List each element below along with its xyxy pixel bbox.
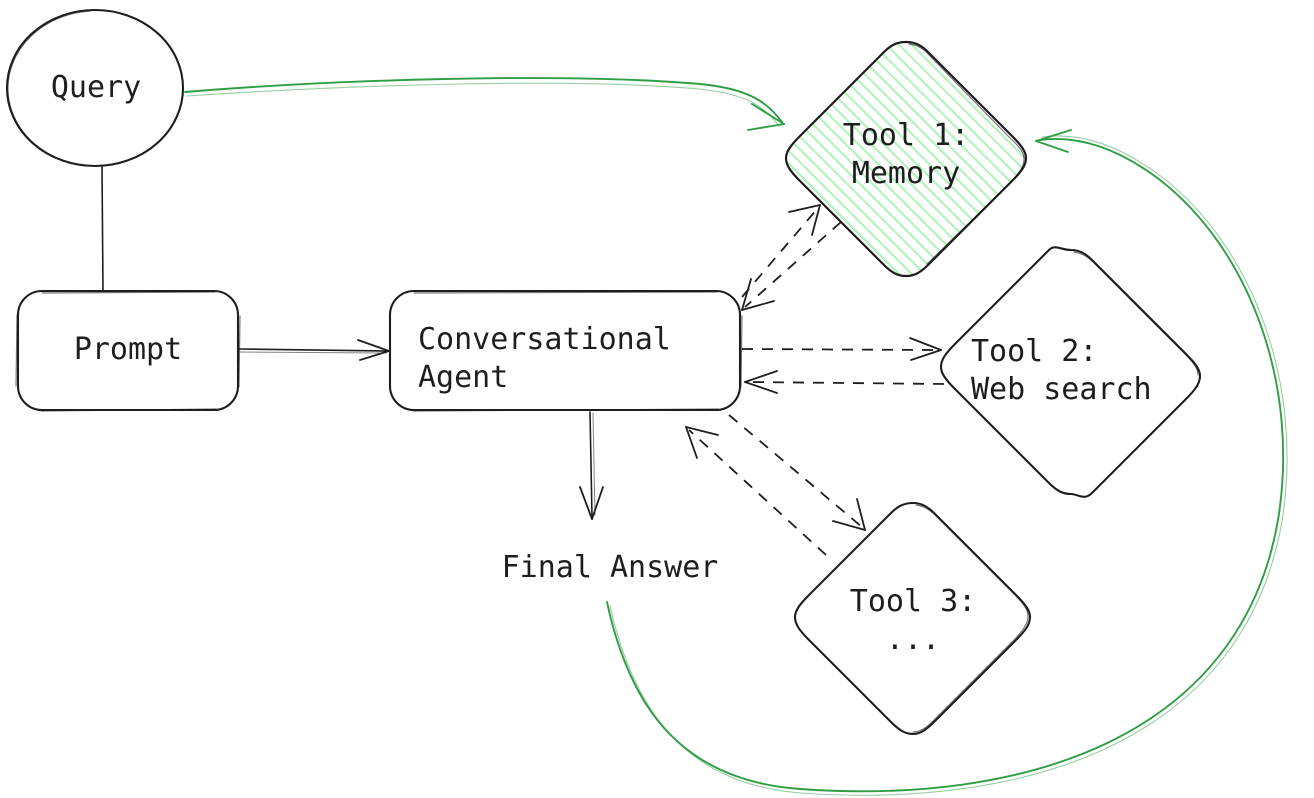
edge-agent-to-tool2 [741,337,942,361]
edge-tool3-to-agent [685,426,827,556]
edge-final-answer-to-tool1 [606,129,1288,796]
edge-query-to-prompt [101,166,104,292]
node-conversational-agent[interactable] [388,289,743,412]
edge-agent-to-final-answer [579,411,604,520]
node-tool1-memory[interactable] [784,40,1028,278]
edge-tool1-to-agent [741,221,842,311]
node-tool3[interactable] [793,501,1032,736]
edge-agent-to-tool3 [728,414,866,531]
edge-tool2-to-agent [744,370,945,394]
edge-prompt-to-agent [238,339,390,361]
node-tool2-web-search[interactable] [939,246,1202,498]
node-query[interactable] [5,8,185,168]
edge-query-to-tool1 [184,77,785,131]
edge-agent-to-tool1 [741,204,821,298]
node-prompt[interactable] [15,289,241,412]
